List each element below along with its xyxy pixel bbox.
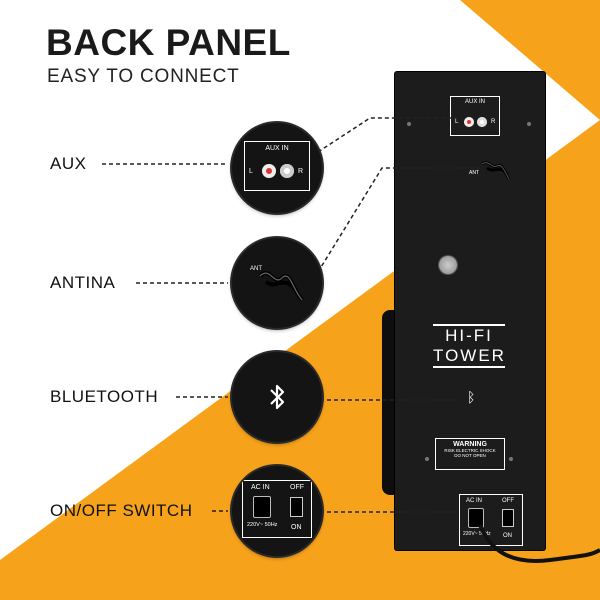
tower-ac-in-label: AC IN — [466, 498, 483, 504]
callout-power-panel: AC IN OFF 220V~ 50Hz ON — [242, 480, 312, 538]
warning-line1: RISK ELECTRIC SHOCK — [444, 448, 496, 453]
tower-warning-label: WARNING RISK ELECTRIC SHOCK DO NOT OPEN — [435, 438, 505, 470]
tower-screw — [527, 122, 531, 126]
callout-bluetooth — [232, 352, 322, 442]
label-aux: AUX — [50, 154, 87, 173]
orange-accent-top — [460, 0, 600, 120]
callout-aux-jack-left — [262, 164, 276, 178]
callout-antina: ANT — [232, 238, 322, 328]
callout-aux-panel: AUX IN L R — [244, 141, 310, 191]
callout-aux-r-label: R — [298, 168, 304, 175]
tower-aux-r-label: R — [491, 119, 496, 125]
callout-aux-l-label: L — [249, 168, 253, 175]
label-bluetooth: BLUETOOTH — [50, 387, 159, 406]
callout-voltage-label: 220V~ 50Hz — [247, 522, 278, 528]
tower-aux-label: AUX IN — [464, 99, 485, 105]
callout-power-switch — [290, 497, 303, 517]
tower-logo-line1: HI-FI — [433, 324, 505, 346]
page-subtitle: EASY TO CONNECT — [47, 66, 240, 87]
tower-bluetooth-icon: ᛒ — [467, 390, 476, 406]
callout-ac-socket — [253, 496, 271, 518]
tower-power-switch — [502, 509, 514, 527]
tower-screw — [509, 457, 513, 461]
tower-voltage-label: 220V~ 50Hz — [463, 531, 491, 537]
tower-logo: HI-FI TOWER — [433, 324, 505, 368]
power-cord — [478, 524, 600, 563]
tower-ac-socket — [468, 508, 484, 528]
label-antina: ANTINA — [50, 273, 116, 292]
callout-aux-label: AUX IN — [265, 145, 289, 152]
warning-line2: DO NOT OPEN — [454, 453, 486, 458]
callout-bluetooth-icon — [270, 384, 285, 410]
tower-logo-line2: TOWER — [433, 346, 505, 368]
tower-aux-jack-left — [464, 117, 474, 127]
callout-aux-jack-right — [280, 164, 294, 178]
tower-aux-jack-right — [477, 117, 487, 127]
tower-aux-panel: AUX IN L R — [450, 96, 500, 136]
callout-off-label: OFF — [290, 484, 304, 491]
callout-on-label: ON — [291, 524, 302, 531]
callout-aux: AUX IN L R — [232, 123, 322, 213]
tower-power-panel: AC IN OFF 220V~ 50Hz ON — [459, 494, 523, 546]
tower-center-knob — [439, 256, 457, 274]
label-switch: ON/OFF SWITCH — [50, 501, 193, 520]
callout-antenna-tag: ANT — [250, 266, 262, 272]
tower-antenna-wire — [481, 161, 511, 180]
page-title: BACK PANEL — [46, 22, 291, 63]
tower-aux-l-label: L — [455, 119, 459, 125]
tower-screw — [407, 122, 411, 126]
tower-on-label: ON — [503, 533, 512, 539]
warning-title: WARNING — [453, 441, 487, 448]
tower-back-panel: AUX IN L R ANT HI-FI TOWER ᛒ WARNING RIS… — [395, 72, 545, 550]
tower-off-label: OFF — [502, 498, 514, 504]
tower-screw — [425, 457, 429, 461]
callout-antenna-wire — [258, 271, 304, 302]
callout-switch: AC IN OFF 220V~ 50Hz ON — [232, 466, 322, 556]
callout-ac-in-label: AC IN — [251, 484, 270, 491]
